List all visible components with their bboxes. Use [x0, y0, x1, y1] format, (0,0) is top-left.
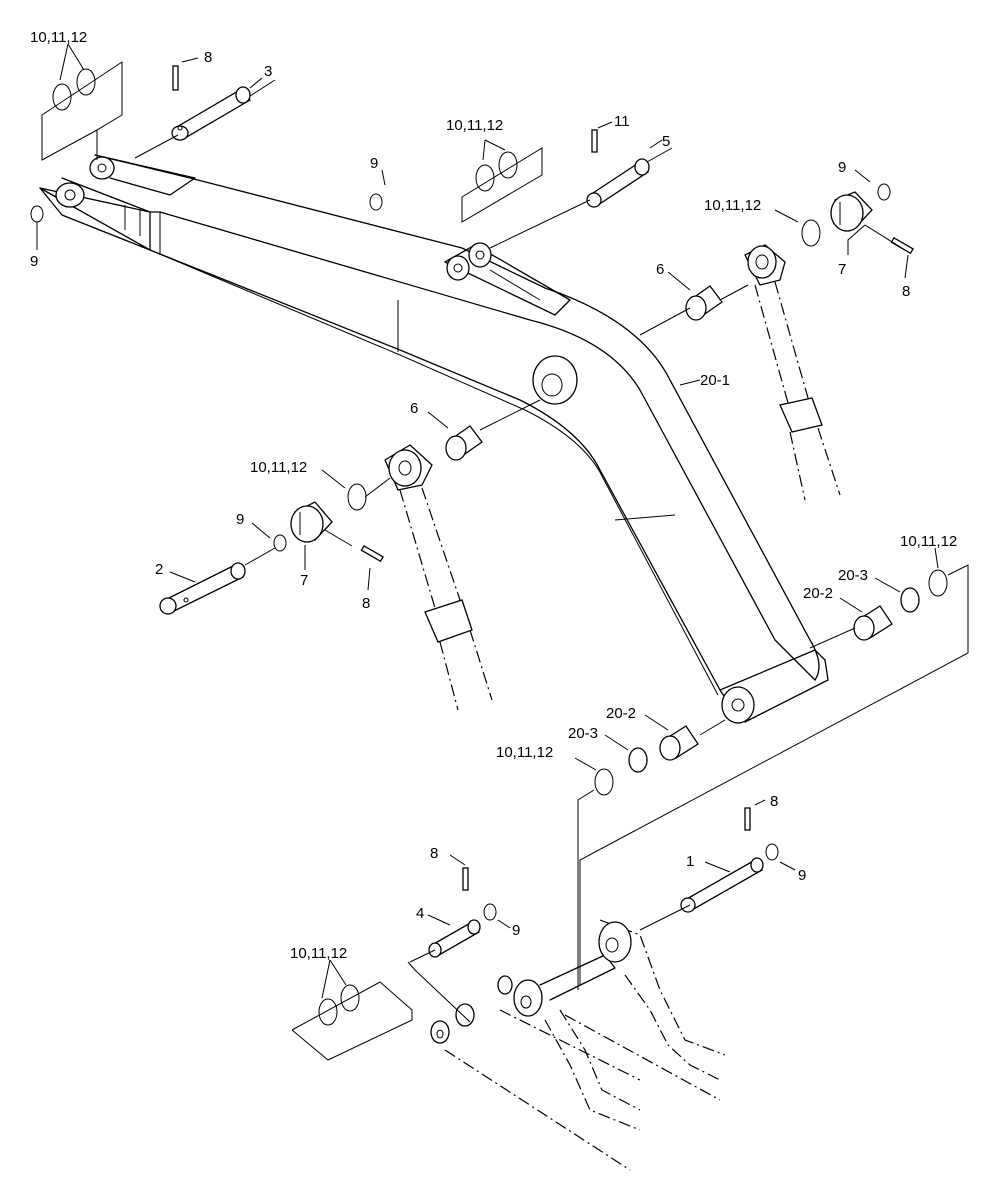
ring-9-top: [369, 193, 383, 211]
label-bolt-8-bottom-right: 8: [770, 793, 778, 810]
arm-boss-rear-left: [446, 255, 470, 281]
label-shim-group-top-left: 10,11,12: [30, 29, 87, 46]
label-collar-7-right: 7: [838, 261, 846, 278]
label-shim-group-center-lower: 10,11,12: [496, 744, 553, 761]
label-bushing-20-2-right: 20-2: [803, 585, 833, 602]
label-bolt-8-top: 8: [204, 49, 212, 66]
assembly-lines: [134, 79, 906, 1023]
pin-3: [171, 86, 252, 141]
label-bolt-8-left: 8: [362, 595, 370, 612]
arm-boss-front: [55, 182, 85, 208]
leader-lines: [36, 43, 939, 999]
label-bolt-8-bottom-center: 8: [430, 845, 438, 862]
label-seal-20-3-right: 20-3: [838, 567, 868, 584]
cylinder-left: [384, 444, 493, 711]
label-shim-group-right-lower: 10,11,12: [900, 533, 957, 550]
ring-9-left: [30, 205, 44, 223]
pin-5: [586, 158, 650, 208]
label-ring-9-bottom-right: 9: [798, 867, 806, 884]
shim-rings-top-left: [41, 61, 123, 161]
label-bushing-6-lower: 6: [410, 400, 418, 417]
label-pin-1: 1: [686, 853, 694, 870]
pin-4: [428, 919, 481, 958]
label-collar-7-left: 7: [300, 572, 308, 589]
shim-ring-mid-left: [347, 483, 367, 511]
ring-9-bottom-right: [765, 843, 779, 861]
bolt-8-bottom-right: [744, 807, 751, 831]
label-pin-5: 5: [662, 133, 670, 150]
label-bushing-6-upper: 6: [656, 261, 664, 278]
label-ring-9-right: 9: [838, 159, 846, 176]
label-ring-9-top: 9: [370, 155, 378, 172]
shim-ring-right-lower: [579, 564, 969, 985]
label-ring-9-bottom-center: 9: [512, 922, 520, 939]
collar-7-right: [830, 191, 873, 232]
label-bushing-20-2-left: 20-2: [606, 705, 636, 722]
part-labels: 10,11,12 8 3 9 9 10,11,12 11 5 9 10,11,1…: [30, 29, 957, 962]
bolt-8-left: [360, 545, 384, 563]
bushing-6-lower: [445, 425, 483, 461]
bushing-20-2-left: [659, 725, 699, 761]
boom-boss-left: [430, 1003, 475, 1044]
label-pin-3: 3: [264, 63, 272, 80]
label-ring-9-mid: 9: [236, 511, 244, 528]
boom-phantom: [444, 919, 726, 1171]
bolt-8-right: [890, 237, 914, 255]
ring-9-mid: [273, 534, 287, 552]
seal-20-3-left: [628, 747, 648, 773]
boom-boss-center: [497, 975, 543, 1017]
arm-boss-cylinder: [532, 355, 578, 405]
label-shim-group-bottom-left: 10,11,12: [290, 945, 347, 962]
label-bolt-11: 11: [614, 113, 630, 130]
cylinder-right: [744, 244, 841, 501]
shim-ring-center-lower: [577, 768, 614, 990]
label-seal-20-3-left: 20-3: [568, 725, 598, 742]
pin-1: [680, 857, 764, 913]
shim-ring-right: [801, 219, 821, 247]
bushing-6-upper: [685, 285, 723, 321]
shim-rings-top-center: [461, 147, 543, 223]
arm-body: [39, 154, 829, 723]
collar-7-left: [290, 501, 333, 543]
bolt-8-top: [172, 65, 179, 91]
label-arm-20-1: 20-1: [700, 372, 730, 389]
label-pin-2: 2: [155, 561, 163, 578]
seal-20-3-right: [900, 587, 920, 613]
label-shim-group-right: 10,11,12: [704, 197, 761, 214]
pin-2: [159, 562, 246, 615]
label-bolt-8-right: 8: [902, 283, 910, 300]
arm-boss-rear-right: [468, 242, 492, 268]
arm-boss-top: [89, 156, 115, 180]
ring-9-bottom-center: [483, 903, 497, 921]
bolt-11: [591, 129, 598, 153]
arm-boss-foot: [721, 686, 755, 724]
label-pin-4: 4: [416, 905, 424, 922]
boom-boss-right: [598, 921, 632, 963]
label-shim-group-top-center: 10,11,12: [446, 117, 503, 134]
ring-9-right: [877, 183, 891, 201]
bolt-8-bottom-center: [462, 867, 469, 891]
shim-rings-bottom-left: [291, 981, 413, 1061]
label-ring-9-left: 9: [30, 253, 38, 270]
label-shim-group-mid-left: 10,11,12: [250, 459, 307, 476]
